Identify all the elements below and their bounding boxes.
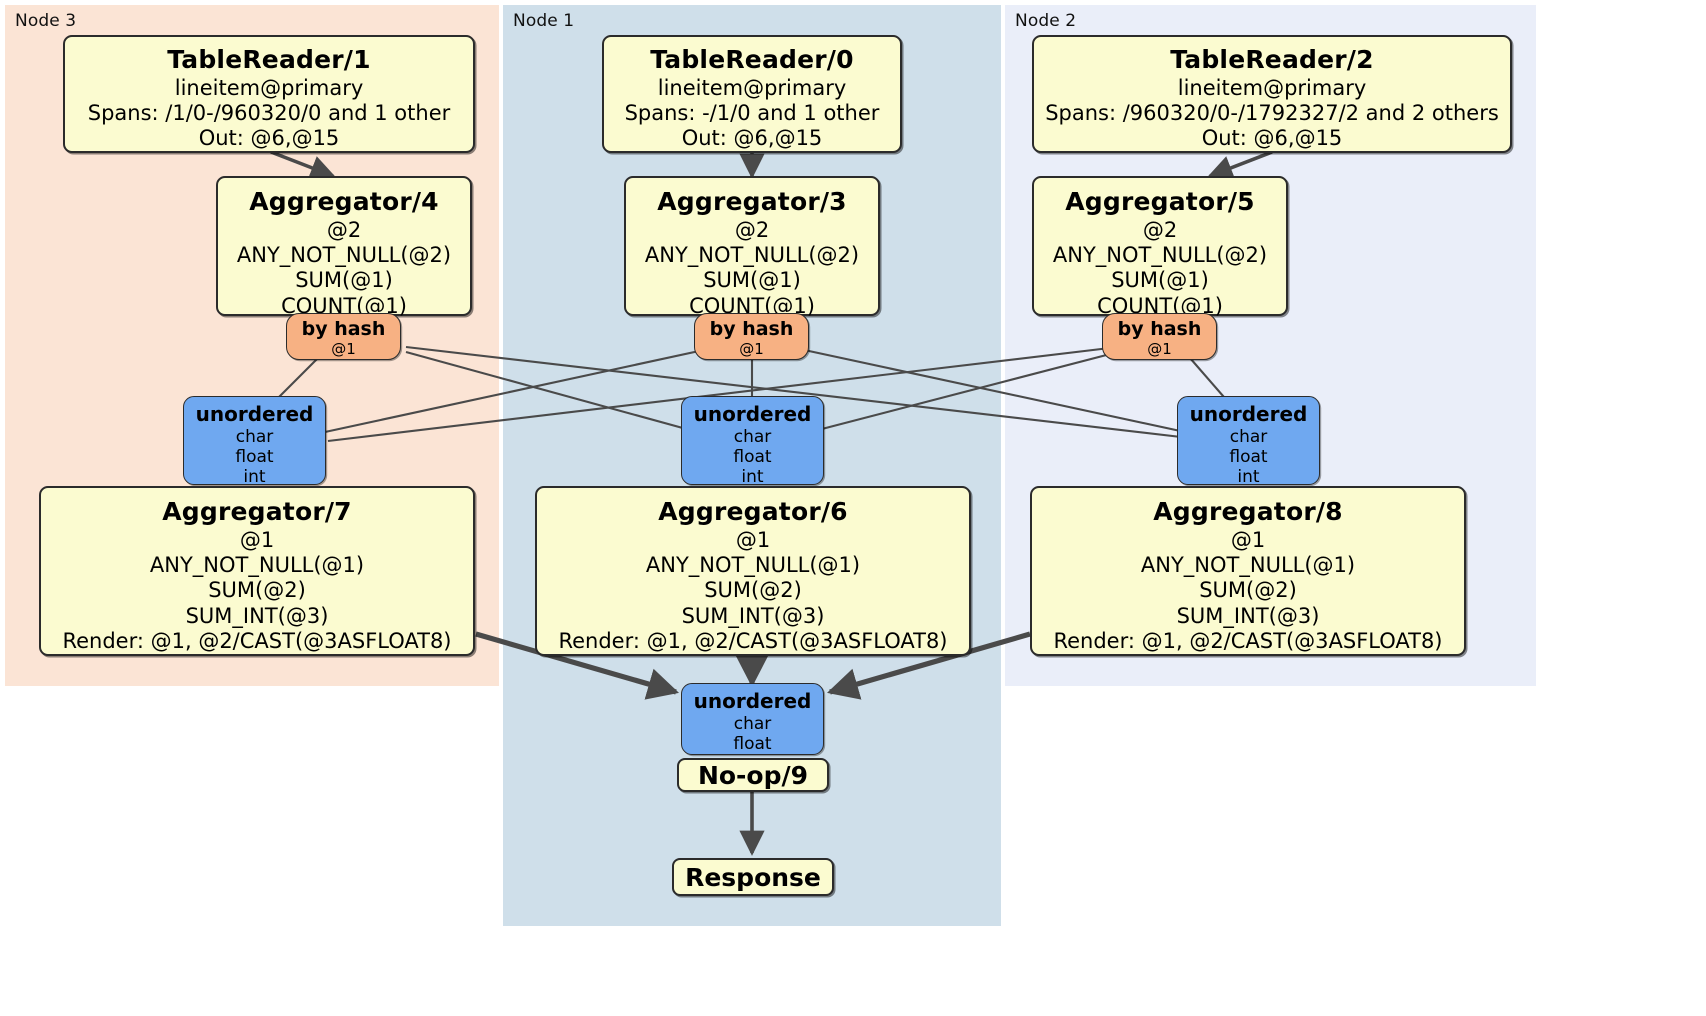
processor-agg-2: SUM_INT(@3) <box>185 603 329 628</box>
processor-agg-2: SUM_INT(@3) <box>1176 603 1320 628</box>
processor-render: Render: @1, @2/CAST(@3ASFLOAT8) <box>558 628 948 653</box>
router-columns: @1 <box>739 339 764 358</box>
processor-agg-1: SUM(@2) <box>208 578 306 603</box>
node-region-label-node1: Node 1 <box>513 11 575 31</box>
node-region-label-node3: Node 3 <box>15 11 77 31</box>
synchronizer-type-2: int <box>1237 466 1260 487</box>
processor-title: TableReader/2 <box>1170 45 1374 74</box>
synchronizer-type-0: char <box>733 426 772 447</box>
synchronizer-type-1: float <box>733 733 772 754</box>
processor-agg-1: SUM(@2) <box>1199 578 1297 603</box>
processor-render: Render: @1, @2/CAST(@3ASFLOAT8) <box>62 628 452 653</box>
synchronizer-title: unordered <box>1189 402 1308 426</box>
router-columns: @1 <box>331 339 356 358</box>
processor-tablereader-1[interactable]: TableReader/1 lineitem@primary Spans: /1… <box>63 35 475 153</box>
processor-title: TableReader/1 <box>167 45 371 74</box>
processor-noop-9[interactable]: No-op/9 <box>677 758 829 792</box>
synchronizer-type-1: float <box>1229 446 1268 467</box>
processor-agg-1: SUM(@1) <box>295 268 393 293</box>
processor-agg-0: ANY_NOT_NULL(@2) <box>236 243 452 268</box>
processor-group-cols: @1 <box>239 528 275 552</box>
processor-title: Aggregator/7 <box>162 497 352 526</box>
processor-title: Aggregator/8 <box>1153 497 1343 526</box>
processor-group-cols: @1 <box>735 528 771 552</box>
processor-aggregator-4[interactable]: Aggregator/4 @2 ANY_NOT_NULL(@2) SUM(@1)… <box>216 176 472 318</box>
processor-agg-0: ANY_NOT_NULL(@2) <box>644 243 860 268</box>
synchronizer-type-1: float <box>235 446 274 467</box>
synchronizer-type-0: char <box>235 426 274 447</box>
processor-render: Render: @1, @2/CAST(@3ASFLOAT8) <box>1053 628 1443 653</box>
processor-aggregator-7[interactable]: Aggregator/7 @1 ANY_NOT_NULL(@1) SUM(@2)… <box>39 486 475 656</box>
processor-table: lineitem@primary <box>174 76 364 100</box>
synchronizer-type-2: int <box>243 466 266 487</box>
processor-table: lineitem@primary <box>657 76 847 100</box>
synchronizer-title: unordered <box>195 402 314 426</box>
synchronizer-type-1: float <box>733 446 772 467</box>
processor-aggregator-8[interactable]: Aggregator/8 @1 ANY_NOT_NULL(@1) SUM(@2)… <box>1030 486 1466 656</box>
processor-title: Aggregator/3 <box>657 187 847 216</box>
processor-agg-0: ANY_NOT_NULL(@2) <box>1052 243 1268 268</box>
processor-agg-0: ANY_NOT_NULL(@1) <box>149 553 365 578</box>
processor-spans: Spans: /1/0-/960320/0 and 1 other <box>87 101 451 126</box>
processor-title: TableReader/0 <box>650 45 854 74</box>
processor-out: Out: @6,@15 <box>1201 126 1343 151</box>
processor-group-cols: @2 <box>1142 218 1178 242</box>
processor-spans: Spans: -/1/0 and 1 other <box>624 101 880 126</box>
router-by-hash-node2[interactable]: by hash @1 <box>1102 313 1217 360</box>
processor-aggregator-5[interactable]: Aggregator/5 @2 ANY_NOT_NULL(@2) SUM(@1)… <box>1032 176 1288 318</box>
processor-agg-1: SUM(@2) <box>704 578 802 603</box>
synchronizer-type-2: int <box>741 466 764 487</box>
processor-agg-0: ANY_NOT_NULL(@1) <box>1140 553 1356 578</box>
processor-agg-0: ANY_NOT_NULL(@1) <box>645 553 861 578</box>
router-by-hash-node1[interactable]: by hash @1 <box>694 313 809 360</box>
synchronizer-title: unordered <box>693 402 812 426</box>
processor-aggregator-6[interactable]: Aggregator/6 @1 ANY_NOT_NULL(@1) SUM(@2)… <box>535 486 971 656</box>
router-columns: @1 <box>1147 339 1172 358</box>
synchronizer-unordered-node3[interactable]: unordered char float int <box>183 396 326 487</box>
processor-group-cols: @1 <box>1230 528 1266 552</box>
processor-tablereader-0[interactable]: TableReader/0 lineitem@primary Spans: -/… <box>602 35 902 153</box>
processor-spans: Spans: /960320/0-/1792327/2 and 2 others <box>1045 101 1499 126</box>
router-title: by hash <box>301 318 386 340</box>
processor-response[interactable]: Response <box>672 858 834 896</box>
processor-group-cols: @2 <box>326 218 362 242</box>
processor-aggregator-3[interactable]: Aggregator/3 @2 ANY_NOT_NULL(@2) SUM(@1)… <box>624 176 880 318</box>
router-title: by hash <box>709 318 794 340</box>
synchronizer-unordered-node2[interactable]: unordered char float int <box>1177 396 1320 487</box>
processor-tablereader-2[interactable]: TableReader/2 lineitem@primary Spans: /9… <box>1032 35 1512 153</box>
processor-group-cols: @2 <box>734 218 770 242</box>
processor-agg-2: SUM_INT(@3) <box>681 603 825 628</box>
processor-agg-1: SUM(@1) <box>1111 268 1209 293</box>
synchronizer-type-0: char <box>1229 426 1268 447</box>
processor-title: Aggregator/4 <box>249 187 439 216</box>
processor-out: Out: @6,@15 <box>681 126 823 151</box>
synchronizer-title: unordered <box>693 689 812 713</box>
synchronizer-unordered-node1[interactable]: unordered char float int <box>681 396 824 487</box>
processor-agg-1: SUM(@1) <box>703 268 801 293</box>
processor-title: No-op/9 <box>697 760 809 790</box>
processor-title: Response <box>685 862 821 892</box>
node-region-label-node2: Node 2 <box>1015 11 1077 31</box>
processor-title: Aggregator/5 <box>1065 187 1255 216</box>
router-by-hash-node3[interactable]: by hash @1 <box>286 313 401 360</box>
synchronizer-type-0: char <box>733 713 772 734</box>
processor-table: lineitem@primary <box>1177 76 1367 100</box>
router-title: by hash <box>1117 318 1202 340</box>
processor-out: Out: @6,@15 <box>198 126 340 151</box>
processor-title: Aggregator/6 <box>658 497 848 526</box>
synchronizer-unordered-final[interactable]: unordered char float <box>681 683 824 755</box>
